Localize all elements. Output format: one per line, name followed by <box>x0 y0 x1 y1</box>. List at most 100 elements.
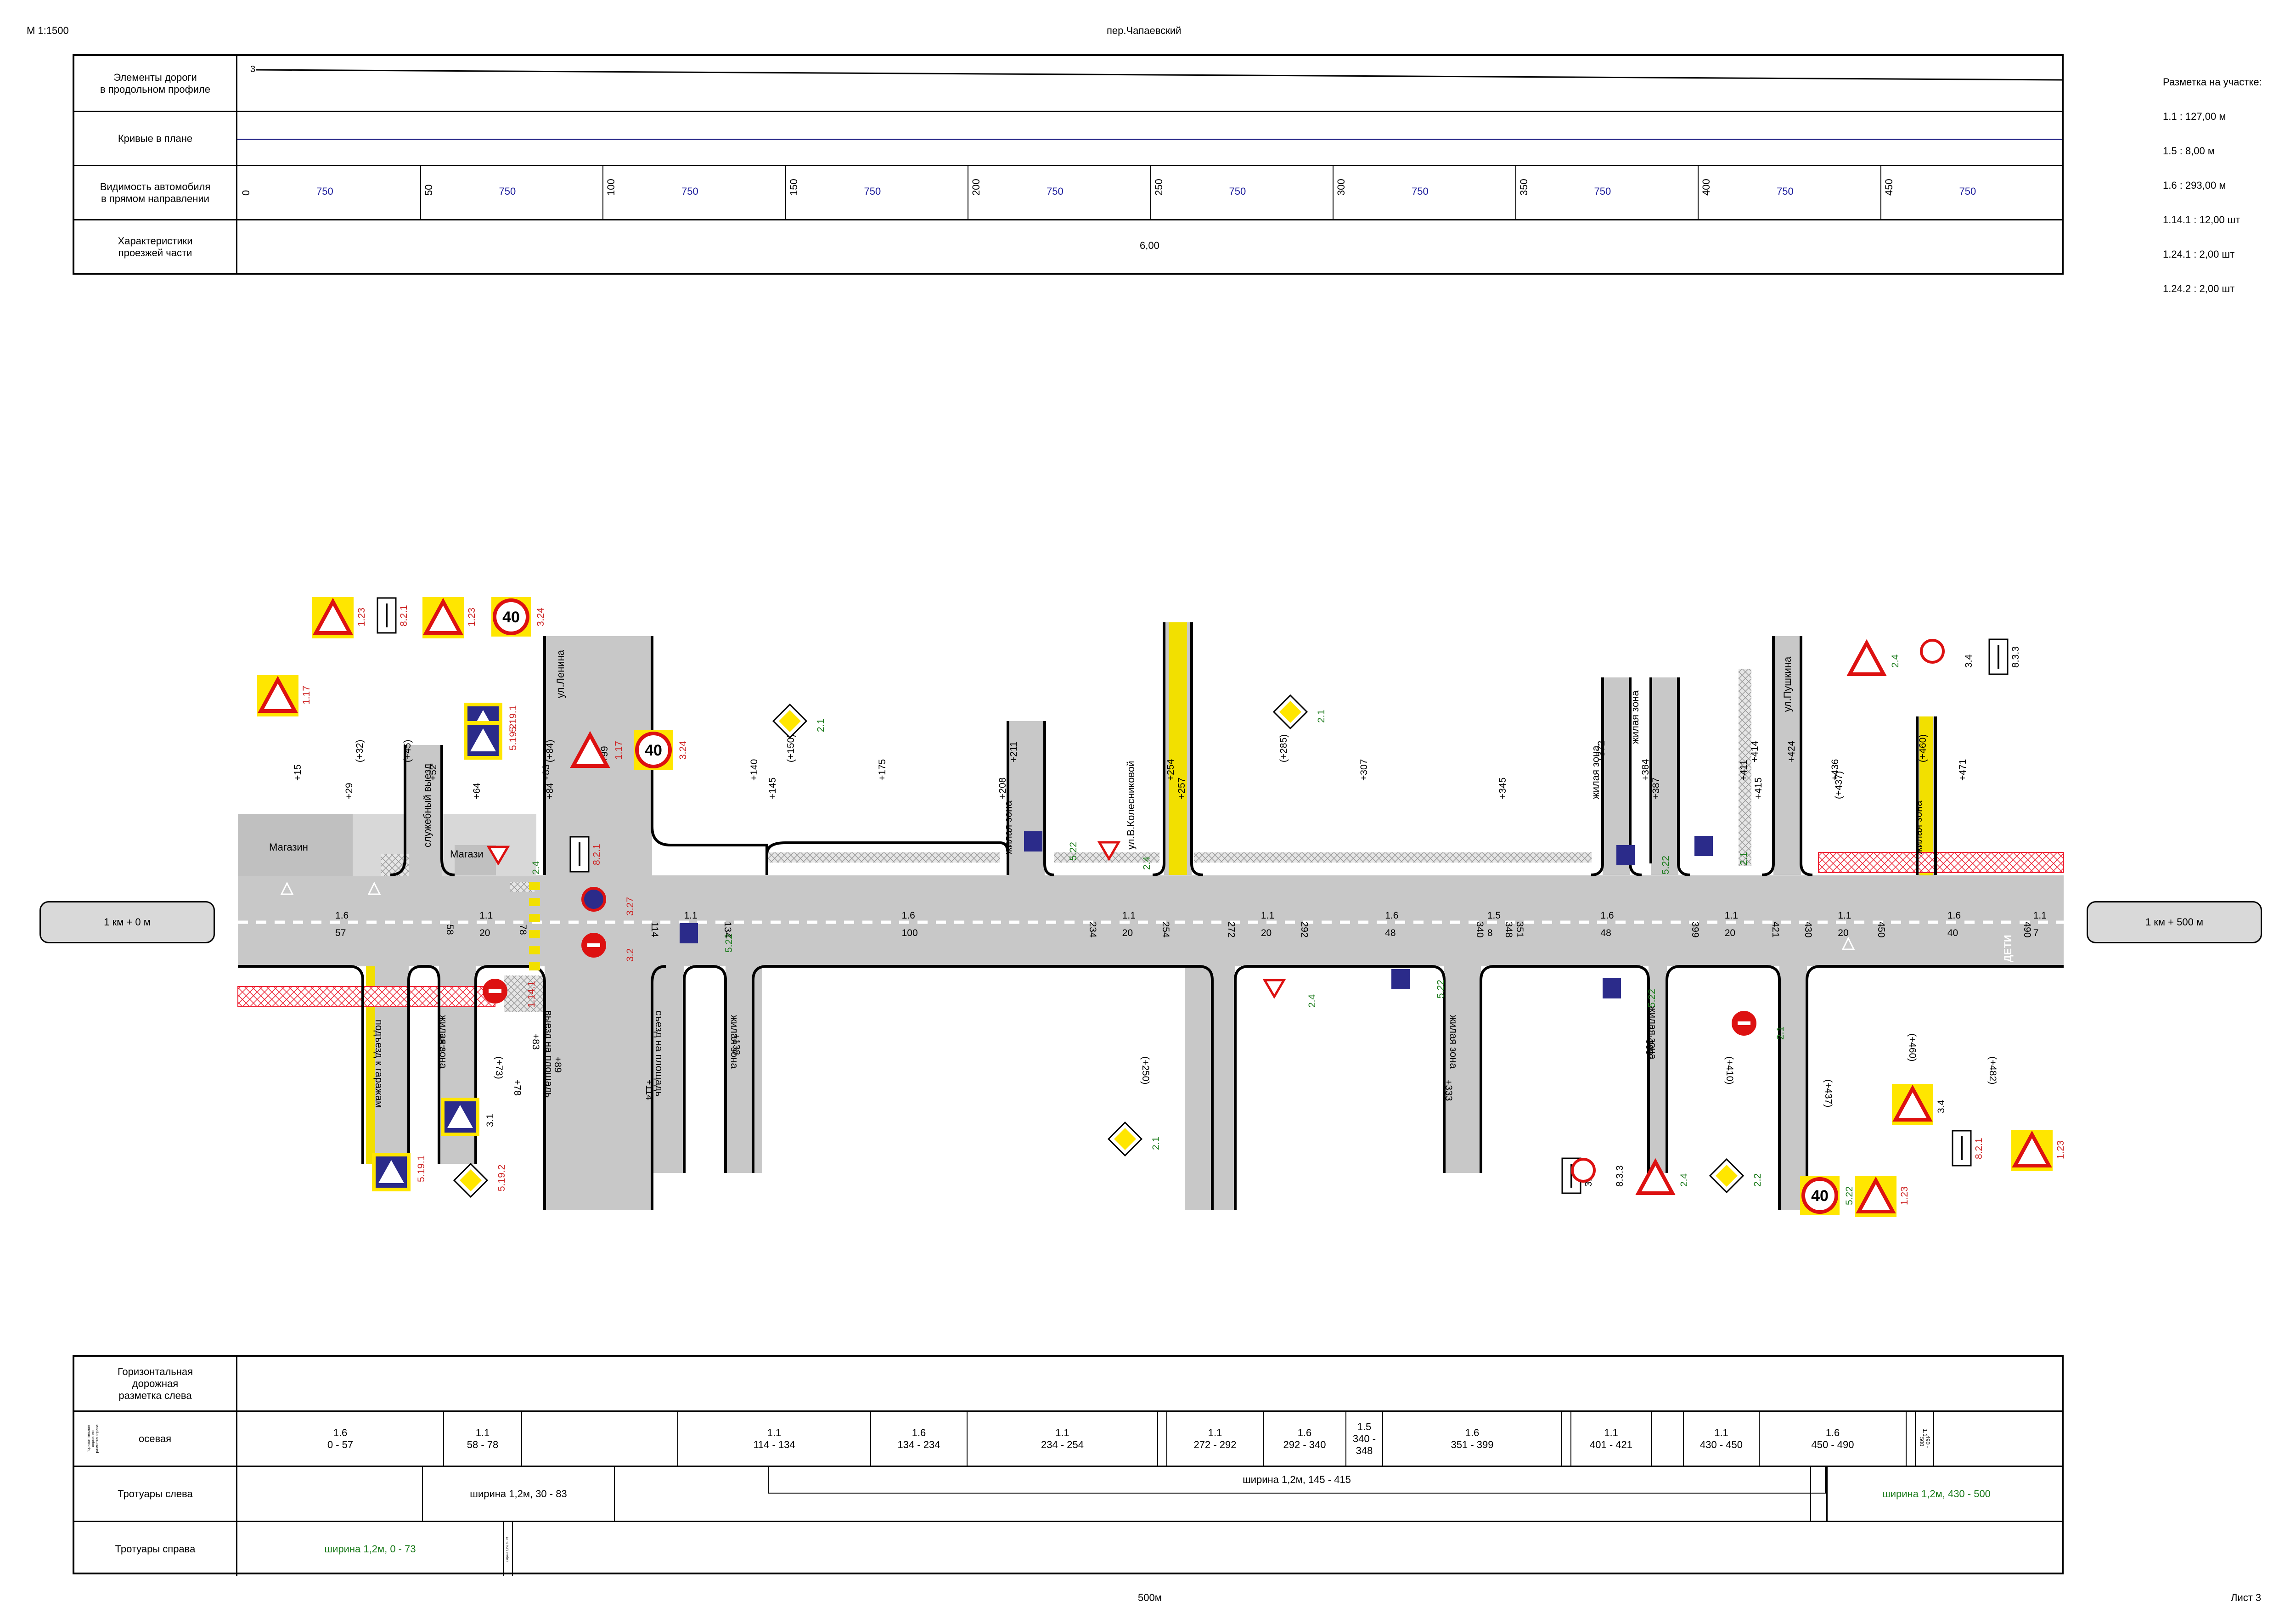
top-picket-label: +372 <box>1596 740 1607 762</box>
sign-graphic-icon <box>581 886 607 914</box>
legend-item: 1.14.1 : 12,00 шт <box>2163 214 2240 226</box>
axis-marking-label: 421 <box>1770 921 1781 938</box>
length-label: 500м <box>1138 1592 1162 1603</box>
sign-code: 5.22 <box>1660 856 1671 874</box>
priority-sign-icon: 2.2 <box>1708 1157 1763 1196</box>
warn-sign-icon: 1.17 <box>257 675 312 719</box>
axis-cell-range: 450 - 490 <box>1811 1438 1854 1450</box>
axis-cell-range: 0 - 57 <box>327 1438 354 1450</box>
axis-cell <box>1652 1412 1684 1466</box>
children-road-marking: ДЕТИ <box>2002 935 2014 962</box>
axis-cell-code: 1.6 <box>1465 1427 1480 1438</box>
priority-sign-icon: 2.1 <box>771 703 826 742</box>
lenina-street <box>545 636 652 1210</box>
sign-graphic-icon <box>441 1098 479 1139</box>
axis-marking-label: 292 <box>1299 921 1310 938</box>
axis-marking-length: 48 <box>1600 928 1611 938</box>
axis-marking-length: 7 <box>2033 928 2039 938</box>
axis-marking-code: 1.6 <box>1947 910 1961 921</box>
axis-marking-length: 20 <box>479 928 490 938</box>
notruck-sign-icon: 3.4 <box>1919 638 1974 668</box>
sign-graphic-icon <box>1846 638 1887 682</box>
top-picket-label: +384 <box>1640 759 1651 781</box>
sign-graphic-icon <box>312 597 354 641</box>
sign-graphic-icon <box>1892 1084 1933 1128</box>
warn-sign-icon: 2.4 <box>1635 1157 1689 1201</box>
sign-graphic-icon <box>1841 936 1855 953</box>
sidewalk-left-cell: ширина 1,2м, 145 - 415 <box>768 1467 1826 1494</box>
sign-code: 1.23 <box>2055 1140 2066 1159</box>
sign-code: 2.2 <box>1752 1173 1763 1187</box>
visibility-divider <box>1880 166 1881 219</box>
bottom-picket-label: +78 <box>512 1079 523 1096</box>
visibility-divider <box>1515 166 1516 219</box>
visibility-value: 750 <box>864 186 881 197</box>
kolesnikova-label: ул.В.Колесниковой <box>1125 761 1137 850</box>
info-sign-icon: 5.22 <box>1603 978 1657 1008</box>
bottom-picket-label: +388 <box>1644 1033 1655 1055</box>
sign-code: 3.27 <box>625 897 636 916</box>
sign-code: 3.4 <box>1964 654 1974 668</box>
ped-sign-icon: 5.19.1 <box>372 1153 427 1194</box>
top-picket-label: +15 <box>293 764 304 781</box>
sign-code: 5.22 <box>1844 1186 1855 1205</box>
square-entry-road <box>647 966 684 1173</box>
mark-sign-icon <box>367 881 381 898</box>
sidewalk-right-cell: ширина 1,2м, 0 - 73 <box>237 1522 504 1576</box>
axis-marking-code: 1.1 <box>684 910 698 921</box>
street-title: пер.Чапаевский <box>1107 25 1182 36</box>
legend: Разметка на участке: 1.1 : 127,00 м 1.5 … <box>2163 53 2262 306</box>
curves-line <box>237 139 2062 140</box>
axis-cell-code: 1.1 <box>1604 1427 1618 1438</box>
sign-graphic-icon <box>581 932 607 960</box>
axis-marking-length: 20 <box>1261 928 1272 938</box>
axis-marking-code: 1.1 <box>1724 910 1738 921</box>
sign-code: 3.4 <box>1936 1100 1947 1113</box>
axis-label-cell: Горизонтальная дорожная разметка справа … <box>74 1412 237 1466</box>
axis-cell-range: 340 - 348 <box>1352 1432 1376 1456</box>
sign-graphic-icon <box>1988 638 2009 677</box>
sign-graphic-icon: 40 <box>634 730 673 772</box>
sign-graphic-icon <box>1731 1010 1757 1038</box>
sidewalk-right-narrow-cell: ширина 1,2м, 0 - 73 <box>504 1522 513 1576</box>
top-picket-label: +424 <box>1786 740 1797 762</box>
sign-graphic-icon <box>1694 836 1713 858</box>
axis-marking-label: 450 <box>1876 921 1887 938</box>
living-zone-label: жилая зона <box>1002 801 1014 854</box>
sign-graphic-icon <box>257 675 298 719</box>
axis-marking-label: 58 <box>445 924 456 935</box>
pedestrian-crossing <box>529 882 540 970</box>
svg-text:40: 40 <box>1811 1187 1829 1205</box>
left-marking-label: Горизонтальная дорожная разметка слева <box>74 1357 237 1410</box>
sign-code: 3.2 <box>625 948 636 962</box>
top-picket-label: +307 <box>1359 759 1370 781</box>
sidewalk-left-empty <box>237 1467 422 1521</box>
sign-graphic-icon <box>2011 1130 2053 1173</box>
service-exit <box>405 745 442 878</box>
profile-row: Элементы дороги в продольном профиле 3 <box>74 56 2063 112</box>
sign-graphic-icon <box>464 721 502 762</box>
sign-graphic-icon <box>377 597 397 636</box>
sheet-label: Лист 3 <box>2231 1592 2262 1603</box>
sign-code: 2.1 <box>816 718 826 732</box>
sign-code: 8.2.1 <box>399 605 409 626</box>
sign-graphic-icon <box>1708 1157 1745 1196</box>
axis-cell-code: 1.1 <box>1208 1427 1222 1438</box>
axis-cell-range: 351 - 399 <box>1451 1438 1494 1450</box>
axis-cell-range: 234 - 254 <box>1041 1438 1084 1450</box>
pushkina-label: ул.Пушкина <box>1782 656 1793 712</box>
profile-mark: 3 <box>250 64 256 74</box>
top-picket-label: +84 <box>544 783 555 799</box>
visibility-value: 750 <box>1229 186 1246 197</box>
bottom-picket-label: (+437) <box>1823 1079 1834 1108</box>
top-picket-label: +411 <box>1739 760 1750 781</box>
